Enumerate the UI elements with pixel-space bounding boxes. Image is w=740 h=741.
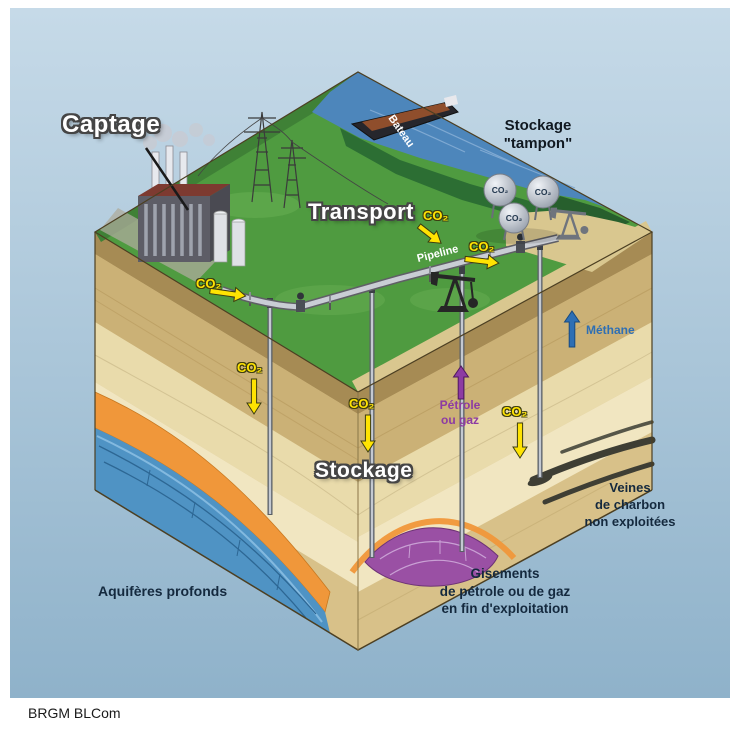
power-plant [138,123,246,267]
co2-arrow-injection-aquifer [246,378,262,415]
storage-silo [213,213,228,263]
co2-sphere [498,202,530,234]
ship-bridge [444,95,458,107]
co2-arrow-injection-coal [512,422,528,459]
sphere-co2-label: CO₂ [535,187,552,197]
factory-roof [138,184,230,196]
sea-water [312,72,610,209]
storage-silo [231,221,246,267]
power-pylon-icon [197,111,389,209]
methane-up-arrow [563,310,581,348]
block-right-face [349,232,656,650]
block-outlines [93,71,654,651]
buffer-storage-spheres: CO₂ CO₂ CO₂ [476,173,560,244]
co2-arrow-injection-reservoir [360,414,376,453]
coal-seams [527,420,656,505]
oil-gas-reservoir-layer [364,527,499,587]
pipeline-valve [516,241,525,253]
captage-leader-line [144,147,190,211]
smoke-plume [143,123,215,150]
co2-arrow-pipeline [416,223,442,244]
pump-jack [550,207,589,240]
pipeline-valve [296,300,305,312]
pump-jack [431,272,478,312]
co2-arrow-transport [464,253,500,270]
sphere-co2-label: CO₂ [506,213,523,223]
petrole-up-arrow [452,365,470,400]
aquifer-layer [95,428,330,633]
wellhead [459,264,465,274]
sphere-co2-label: CO₂ [492,185,509,195]
co2-flow-arrows [209,223,528,459]
co2-arrow-capture [209,286,247,303]
co2-sphere [483,173,517,207]
block-left-face [94,232,359,650]
co2-sphere [526,175,560,209]
